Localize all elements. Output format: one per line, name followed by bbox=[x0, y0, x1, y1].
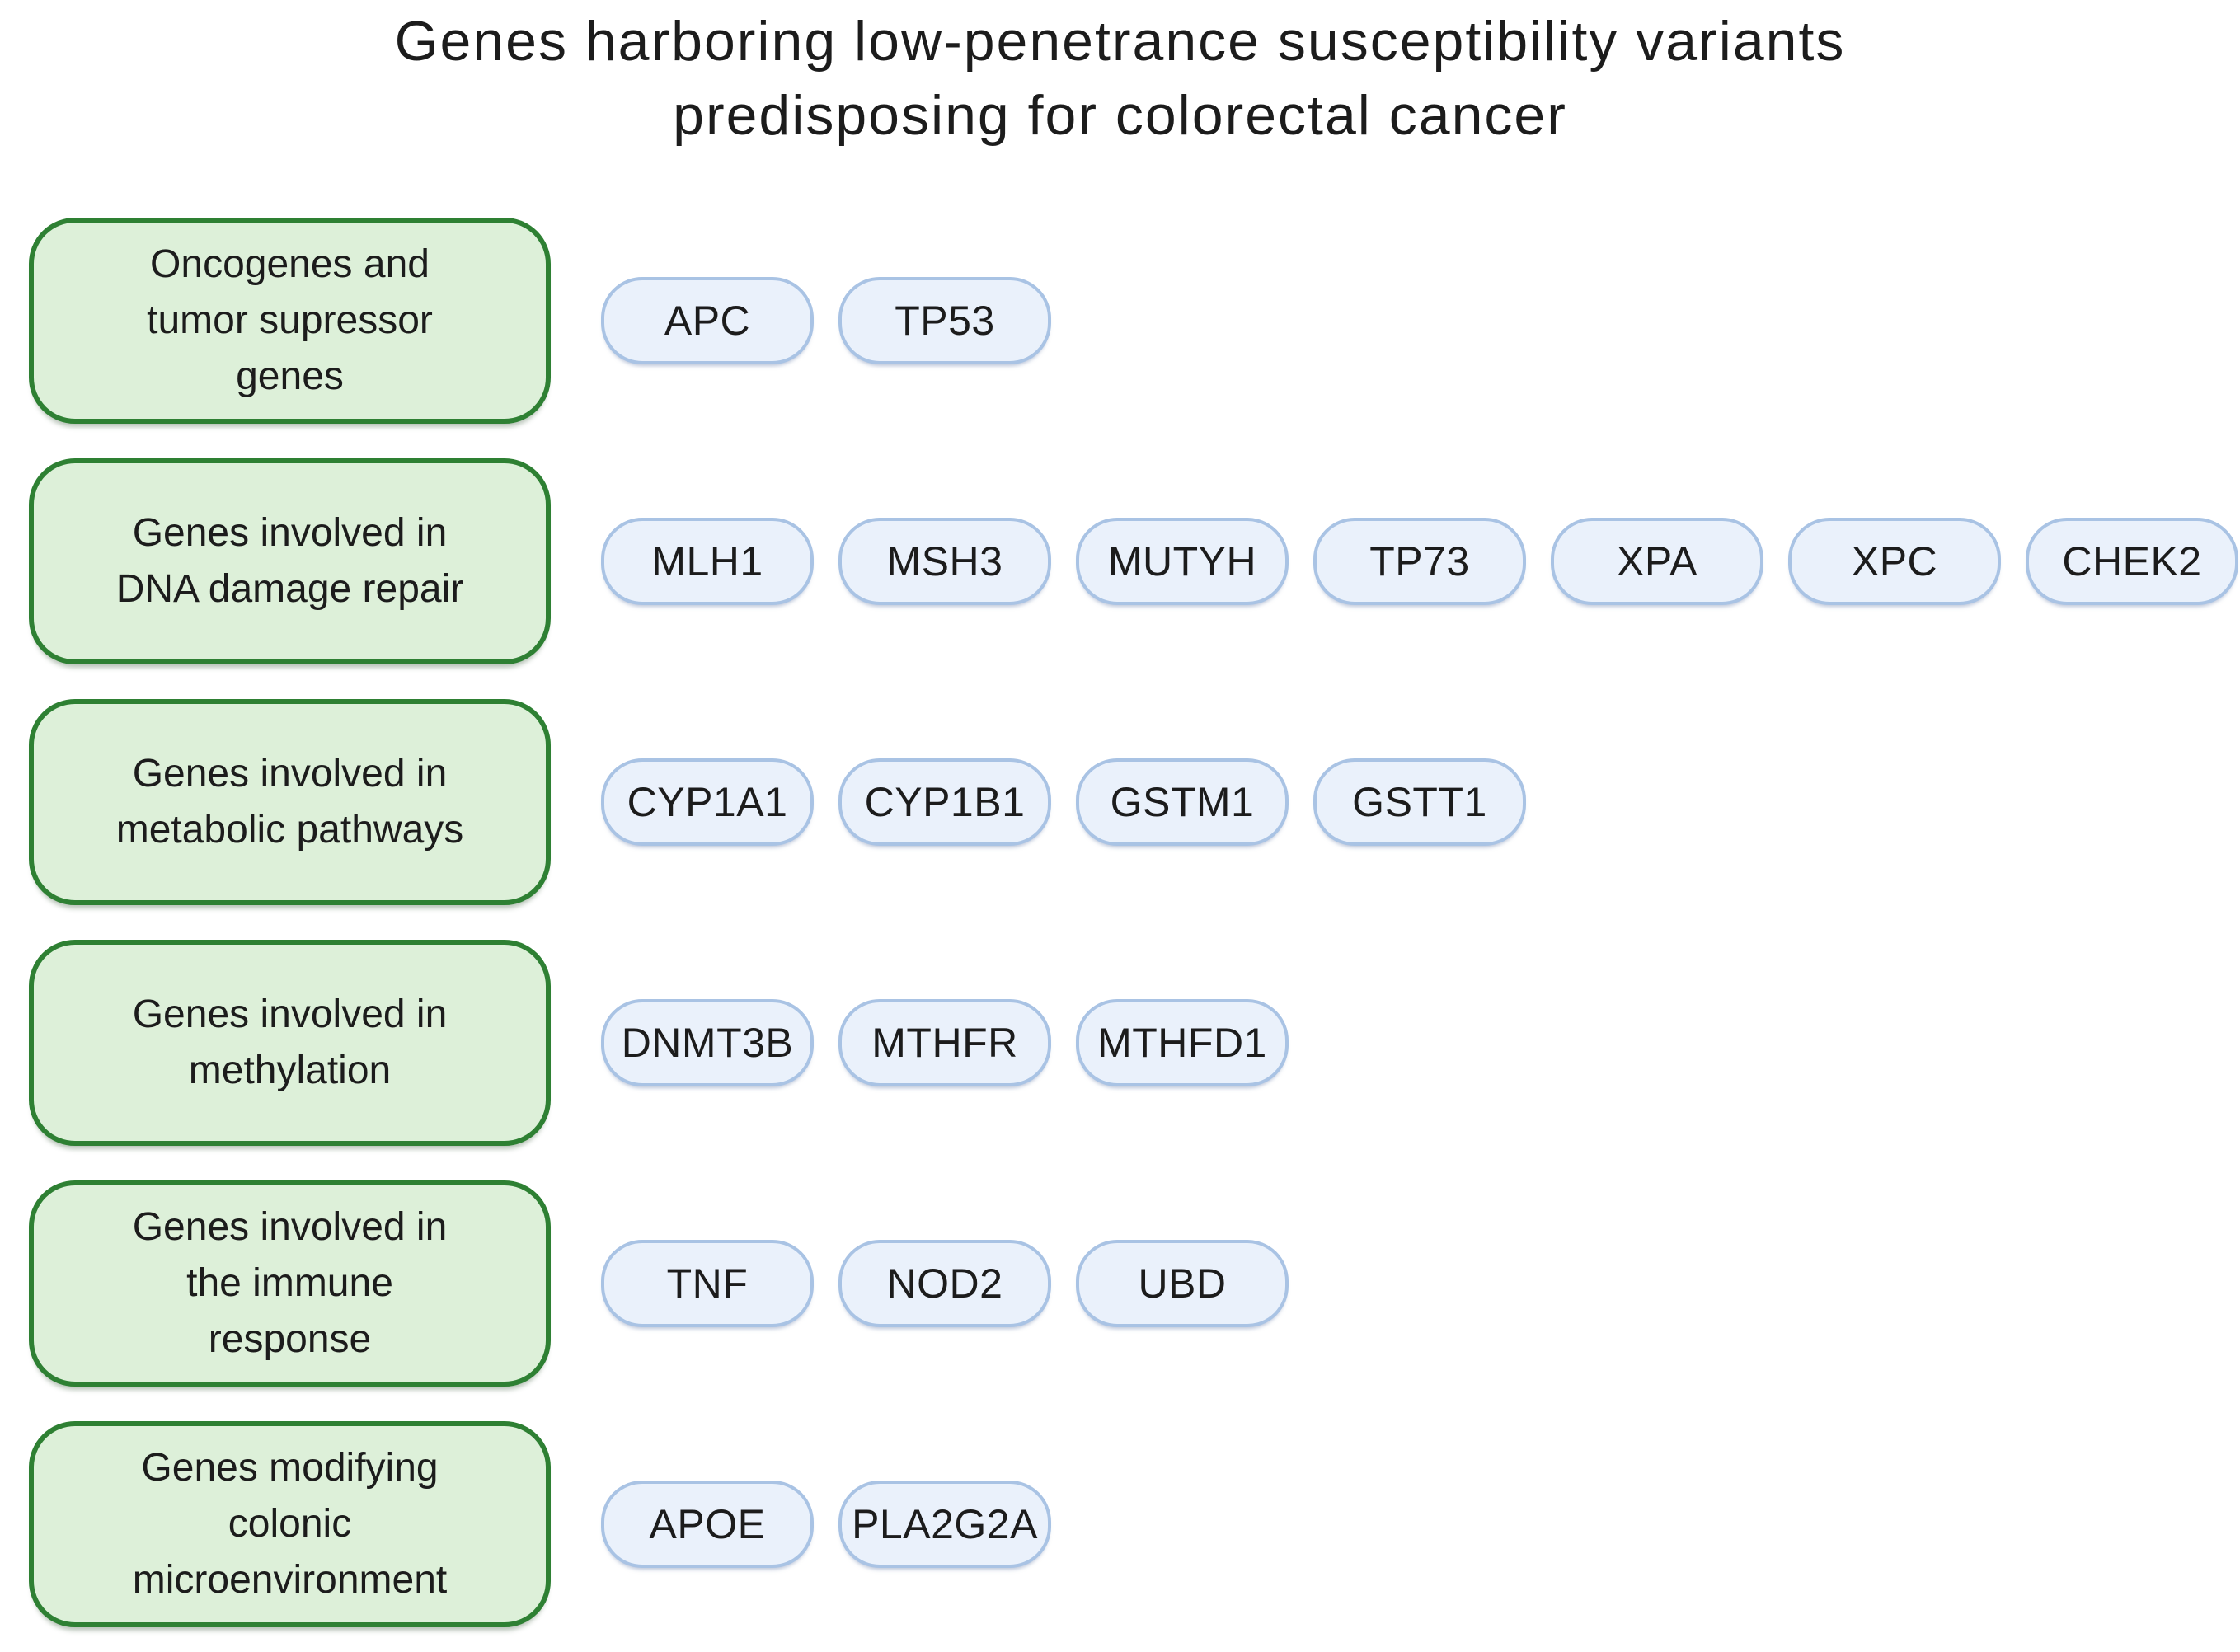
gene-pill: XPA bbox=[1551, 518, 1763, 605]
gene-pill: TNF bbox=[601, 1240, 814, 1327]
gene-label: XPC bbox=[1851, 538, 1938, 584]
category-box: Genes involved in DNA damage repair bbox=[29, 458, 551, 664]
gene-label: CYP1A1 bbox=[627, 779, 788, 825]
category-row: Oncogenes and tumor supressor genes APC T… bbox=[29, 218, 2238, 424]
category-box: Genes modifying colonic microenvironment bbox=[29, 1421, 551, 1627]
category-label: Genes involved in the immune response bbox=[132, 1204, 448, 1362]
gene-label: NOD2 bbox=[886, 1260, 1003, 1307]
gene-pill: APC bbox=[601, 277, 814, 364]
gene-list: CYP1A1 CYP1B1 GSTM1 GSTT1 bbox=[601, 758, 1526, 846]
gene-label: DNMT3B bbox=[621, 1020, 794, 1066]
gene-pill: MLH1 bbox=[601, 518, 814, 605]
category-label: Genes modifying colonic microenvironment bbox=[132, 1445, 448, 1603]
gene-label: GSTM1 bbox=[1110, 779, 1255, 825]
gene-pill: MUTYH bbox=[1076, 518, 1289, 605]
gene-list: MLH1 MSH3 MUTYH TP73 XPA XPC CHEK2 bbox=[601, 518, 2238, 605]
gene-pill: CYP1A1 bbox=[601, 758, 814, 846]
category-row: Genes modifying colonic microenvironment… bbox=[29, 1421, 2238, 1627]
gene-pill: MSH3 bbox=[838, 518, 1051, 605]
category-rows: Oncogenes and tumor supressor genes APC T… bbox=[29, 218, 2238, 1627]
category-label: Genes involved in methylation bbox=[132, 992, 448, 1092]
category-label: Oncogenes and tumor supressor genes bbox=[147, 242, 433, 399]
gene-label: TP73 bbox=[1369, 538, 1470, 584]
gene-pill: CYP1B1 bbox=[838, 758, 1051, 846]
category-row: Genes involved in the immune response TN… bbox=[29, 1180, 2238, 1387]
gene-pill: XPC bbox=[1788, 518, 2001, 605]
gene-list: APOE PLA2G2A bbox=[601, 1481, 1051, 1568]
gene-label: TNF bbox=[666, 1260, 749, 1307]
gene-label: CHEK2 bbox=[2062, 538, 2202, 584]
gene-pill: APOE bbox=[601, 1481, 814, 1568]
title-line-2: predisposing for colorectal cancer bbox=[673, 83, 1567, 147]
gene-label: APC bbox=[664, 298, 751, 344]
category-label: Genes involved in metabolic pathways bbox=[115, 751, 464, 852]
gene-label: MLH1 bbox=[651, 538, 763, 584]
gene-label: TP53 bbox=[895, 298, 995, 344]
category-box: Oncogenes and tumor supressor genes bbox=[29, 218, 551, 424]
category-box: Genes involved in methylation bbox=[29, 940, 551, 1146]
gene-pill: TP73 bbox=[1313, 518, 1526, 605]
category-row: Genes involved in DNA damage repair MLH1… bbox=[29, 458, 2238, 664]
gene-pill: NOD2 bbox=[838, 1240, 1051, 1327]
gene-label: UBD bbox=[1138, 1260, 1227, 1307]
gene-list: TNF NOD2 UBD bbox=[601, 1240, 1289, 1327]
gene-pill: UBD bbox=[1076, 1240, 1289, 1327]
gene-label: MTHFD1 bbox=[1097, 1020, 1267, 1066]
category-box: Genes involved in metabolic pathways bbox=[29, 699, 551, 905]
gene-pill: GSTM1 bbox=[1076, 758, 1289, 846]
gene-label: PLA2G2A bbox=[852, 1501, 1038, 1547]
gene-label: GSTT1 bbox=[1352, 779, 1487, 825]
gene-list: DNMT3B MTHFR MTHFD1 bbox=[601, 999, 1289, 1086]
gene-pill: MTHFD1 bbox=[1076, 999, 1289, 1086]
gene-label: XPA bbox=[1617, 538, 1698, 584]
gene-pill: GSTT1 bbox=[1313, 758, 1526, 846]
gene-pill: PLA2G2A bbox=[838, 1481, 1051, 1568]
page-title: Genes harboring low-penetrance susceptib… bbox=[0, 5, 2240, 153]
gene-label: MUTYH bbox=[1107, 538, 1257, 584]
gene-pill: CHEK2 bbox=[2026, 518, 2238, 605]
title-line-1: Genes harboring low-penetrance susceptib… bbox=[394, 10, 1846, 73]
gene-pill: MTHFR bbox=[838, 999, 1051, 1086]
category-label: Genes involved in DNA damage repair bbox=[115, 510, 464, 611]
gene-label: MSH3 bbox=[886, 538, 1003, 584]
gene-list: APC TP53 bbox=[601, 277, 1051, 364]
gene-label: MTHFR bbox=[871, 1020, 1018, 1066]
gene-label: CYP1B1 bbox=[864, 779, 1026, 825]
category-row: Genes involved in methylation DNMT3B MTHF… bbox=[29, 940, 2238, 1146]
category-box: Genes involved in the immune response bbox=[29, 1180, 551, 1387]
category-row: Genes involved in metabolic pathways CYP… bbox=[29, 699, 2238, 905]
gene-label: APOE bbox=[649, 1501, 766, 1547]
gene-pill: TP53 bbox=[838, 277, 1051, 364]
gene-pill: DNMT3B bbox=[601, 999, 814, 1086]
